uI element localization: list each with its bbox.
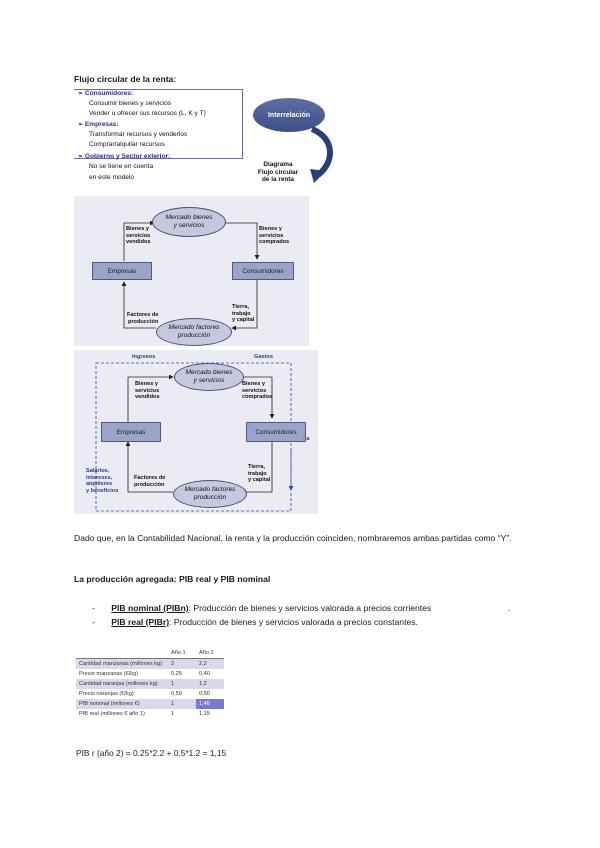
agents-list: ➢ Consumidores: Consumir bienes y servic… bbox=[78, 90, 278, 190]
list-item: Consumidores: bbox=[84, 90, 134, 97]
paragraph: Dado que, en la Contabilidad Nacional, l… bbox=[74, 533, 512, 543]
consumers-box: Consumidores bbox=[246, 422, 306, 442]
gastos-label: Gastos bbox=[254, 354, 273, 360]
list-item: Transformar recursos y venderlos bbox=[89, 131, 188, 138]
definition-tail: . bbox=[508, 603, 511, 613]
curved-arrow-icon bbox=[310, 126, 333, 183]
definition-term: PIB real (PIBr) bbox=[111, 617, 170, 627]
pib-table: Año 1 Año 2 Cantidad manzanas (millones … bbox=[76, 648, 224, 719]
table-header bbox=[76, 648, 168, 659]
table-header: Año 2 bbox=[196, 648, 224, 659]
bullet-icon: ➢ bbox=[78, 122, 84, 128]
bullet-icon: ➢ bbox=[78, 91, 84, 97]
definition-item: - PIB nominal (PIBn): Producción de bien… bbox=[92, 603, 532, 613]
highlighted-cell: 1,46 bbox=[196, 699, 224, 709]
dash-icon: - bbox=[92, 603, 95, 613]
bullet-icon: ➢ bbox=[78, 154, 84, 160]
formula: PIB r (año 2) = 0.25*2.2 + 0.5*1.2 = 1,1… bbox=[76, 748, 227, 758]
list-item: Comprar/alquilar recursos bbox=[89, 141, 165, 148]
list-item: en este modelo bbox=[89, 174, 135, 181]
list-item: Gobierno y Sector exterior: bbox=[84, 153, 171, 160]
definition-text: : Producción de bienes y servicios valor… bbox=[169, 617, 418, 627]
flow-arrows bbox=[121, 220, 260, 331]
list-item: Empresas: bbox=[84, 121, 119, 128]
list-item: Vender u ofrecer sus recursos (L, K y T) bbox=[89, 110, 206, 117]
ingresos-label: Ingresos bbox=[132, 354, 156, 360]
definition-text: : Producción de bienes y servicios valor… bbox=[188, 603, 432, 613]
dash-icon: - bbox=[92, 617, 95, 627]
flow-arrows bbox=[95, 362, 294, 512]
list-item: No se tiene en cuenta bbox=[89, 163, 154, 170]
agents-list-box bbox=[74, 89, 243, 159]
interrelation-oval: Interrelación bbox=[253, 98, 325, 132]
list-item: Consumir bienes y servicios bbox=[89, 100, 172, 107]
firms-box: Empresas bbox=[92, 262, 152, 280]
table-header: Año 1 bbox=[168, 648, 196, 659]
section-title: Flujo circular de la renta: bbox=[74, 74, 177, 84]
section-heading: La producción agregada: PIB real y PIB n… bbox=[74, 574, 271, 584]
definition-item: - PIB real (PIBr): Producción de bienes … bbox=[92, 617, 532, 627]
interrelation-label: Interrelación bbox=[267, 111, 310, 119]
consumers-box: Consumidores bbox=[232, 262, 294, 280]
firms-box: Empresas bbox=[101, 422, 161, 442]
definition-term: PIB nominal (PIBn) bbox=[111, 603, 189, 613]
